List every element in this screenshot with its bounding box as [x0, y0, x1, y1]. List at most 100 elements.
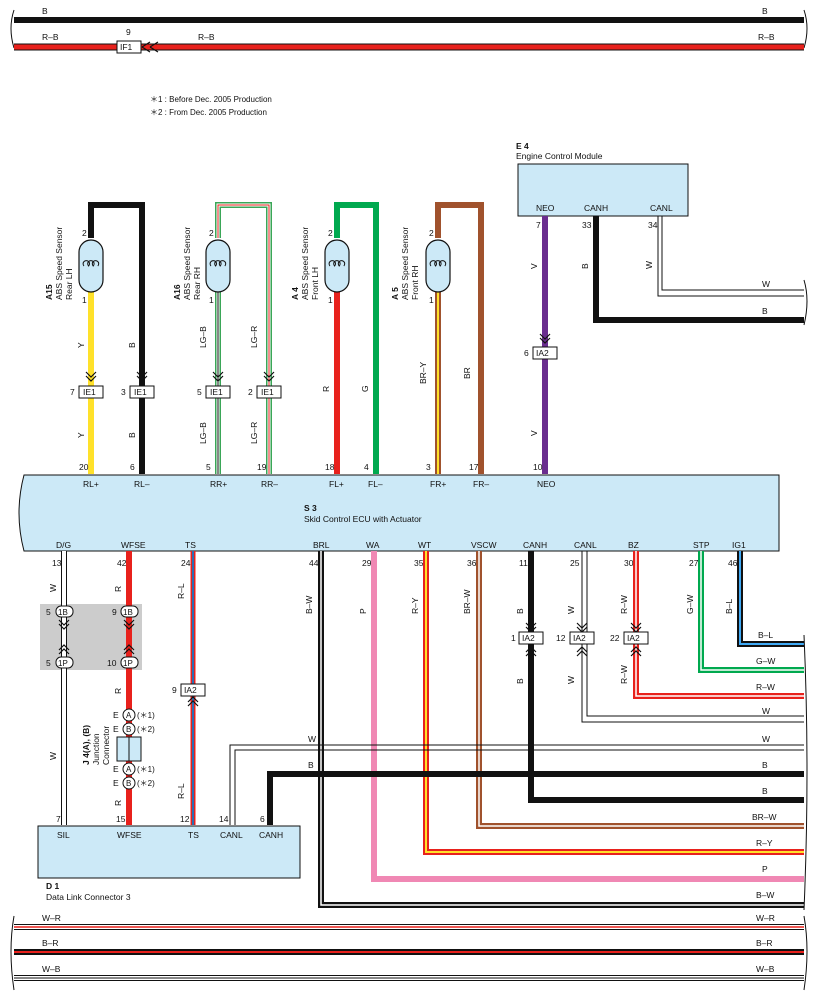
- top-wire-bundle: B B R–B R–B R–B 9 IF1: [10, 6, 808, 54]
- sensor-a15-label: A15 ABS Speed Sensor Rear LH: [44, 227, 74, 300]
- pin-number: 29: [362, 558, 372, 568]
- wire-label-b: B: [515, 678, 525, 684]
- wire-label-w: W: [48, 584, 58, 592]
- pin-number: 30: [624, 558, 634, 568]
- pin-number: 44: [309, 558, 319, 568]
- svg-text:CANL: CANL: [220, 830, 243, 840]
- pin-number: 11: [519, 558, 528, 568]
- wire-label-rb: R–B: [758, 32, 775, 42]
- svg-text:9: 9: [112, 607, 117, 617]
- pin-number: 4: [364, 462, 369, 472]
- svg-text:7: 7: [56, 814, 61, 824]
- wire-label-bw: B–W: [756, 890, 774, 900]
- wire-label-lgr: LG–R: [249, 326, 259, 348]
- svg-text:IA2: IA2: [522, 633, 535, 643]
- dlc-box: [37, 825, 301, 879]
- pin-number: 25: [570, 558, 580, 568]
- dlc-name: Data Link Connector 3: [46, 892, 131, 902]
- svg-text:B–R: B–R: [42, 938, 59, 948]
- wire-label-lgb: LG–B: [198, 422, 208, 444]
- svg-text:E: E: [113, 724, 119, 734]
- svg-text:A 5: A 5: [390, 287, 400, 300]
- wire-label-w: W: [762, 279, 770, 289]
- svg-text:Connector: Connector: [101, 726, 111, 765]
- wire-label-w: W: [48, 752, 58, 760]
- svg-text:SIL: SIL: [57, 830, 70, 840]
- svg-text:ABS Speed Sensor: ABS Speed Sensor: [182, 227, 192, 300]
- pin-number: 1: [209, 295, 214, 305]
- pin-number: 6: [524, 348, 529, 358]
- svg-text:5: 5: [46, 607, 51, 617]
- ecm-name: Engine Control Module: [516, 151, 603, 161]
- wire-label-w: W: [644, 261, 654, 269]
- svg-text:Front RH: Front RH: [410, 266, 420, 300]
- pin-number: 33: [582, 220, 592, 230]
- ecu-pin-label: BRL: [313, 540, 330, 550]
- svg-text:E: E: [113, 764, 119, 774]
- wire-label-w: W: [308, 734, 316, 744]
- svg-text:1P: 1P: [123, 659, 133, 668]
- svg-text:A16: A16: [172, 284, 182, 300]
- pin-number: 9: [172, 685, 177, 695]
- wire-label-w: W: [762, 734, 770, 744]
- wire-label-bl: B–L: [724, 599, 734, 614]
- junction-connector-j4: A B A B E E E E (＊1) (＊2) (＊1) (＊2) J 4(…: [81, 708, 155, 790]
- wire-label-lgr: LG–R: [249, 422, 259, 444]
- svg-text:ABS Speed Sensor: ABS Speed Sensor: [400, 227, 410, 300]
- pin-number: 5: [206, 462, 211, 472]
- wire-label-rb: R–B: [198, 32, 215, 42]
- ia2-connector: IA2: [536, 348, 549, 358]
- pin-number: 19: [257, 462, 267, 472]
- svg-text:E: E: [113, 710, 119, 720]
- svg-text:3: 3: [121, 387, 126, 397]
- wire-label-v: V: [529, 430, 539, 436]
- svg-text:E: E: [113, 778, 119, 788]
- wire-label-rl: R–L: [176, 583, 186, 599]
- svg-text:12: 12: [556, 633, 566, 643]
- wire-label-brw: BR–W: [752, 812, 777, 822]
- ecu-pin-label: WA: [366, 540, 380, 550]
- wire-label-b: B: [127, 342, 137, 348]
- wire-label-b: B: [580, 263, 590, 269]
- ecm-box: [517, 163, 689, 217]
- wire-label-rw: R–W: [619, 595, 629, 614]
- wire-label-y: Y: [76, 342, 86, 348]
- svg-text:15: 15: [116, 814, 126, 824]
- pin-number: 2: [429, 228, 434, 238]
- ecu-pin-label: VSCW: [471, 540, 497, 550]
- pin-number: 2: [328, 228, 333, 238]
- svg-text:IE1: IE1: [134, 387, 147, 397]
- ie1-connectors: IE1 IE1 IE1 IE1 7 3 5 2: [70, 371, 282, 399]
- wire-label-b: B: [42, 6, 48, 16]
- svg-text:(＊1): (＊1): [137, 711, 155, 720]
- svg-text:IE1: IE1: [210, 387, 223, 397]
- ecu-pin-label: FR+: [430, 479, 446, 489]
- svg-text:5: 5: [197, 387, 202, 397]
- wire-label-ry: R–Y: [756, 838, 773, 848]
- wire-label-gw: G–W: [685, 595, 695, 614]
- ecu-pin-label: WFSE: [121, 540, 146, 550]
- svg-text:(＊2): (＊2): [137, 779, 155, 788]
- svg-text:A: A: [126, 711, 132, 720]
- pin-number: 13: [52, 558, 62, 568]
- ecu-bot-labels: D/G13WFSE42TS24BRL44WA29WT35VSCW36CANH11…: [52, 540, 746, 568]
- svg-text:Rear RH: Rear RH: [192, 267, 202, 300]
- svg-text:B: B: [126, 779, 131, 788]
- svg-text:CANH: CANH: [259, 830, 283, 840]
- pin-number: 17: [469, 462, 479, 472]
- svg-text:A 4: A 4: [290, 287, 300, 300]
- pin-number: 27: [689, 558, 699, 568]
- ecu-top-labels: RL+20RL–6RR+5RR–19FL+18FL–4FR+3FR–17NEO1…: [79, 462, 556, 489]
- dlc-code: D 1: [46, 881, 60, 891]
- svg-text:7: 7: [70, 387, 75, 397]
- ecu-pin-label: IG1: [732, 540, 746, 550]
- ecu-pin-label: STP: [693, 540, 710, 550]
- svg-text:(＊1): (＊1): [137, 765, 155, 774]
- svg-text:1B: 1B: [123, 608, 133, 617]
- wire-label-r: R: [321, 386, 331, 392]
- wire-label-y: Y: [76, 432, 86, 438]
- svg-text:W–R: W–R: [42, 913, 61, 923]
- ia2-connector-row: IA2 IA2 IA2 1 12 22: [511, 622, 649, 657]
- wire-label-b: B: [127, 432, 137, 438]
